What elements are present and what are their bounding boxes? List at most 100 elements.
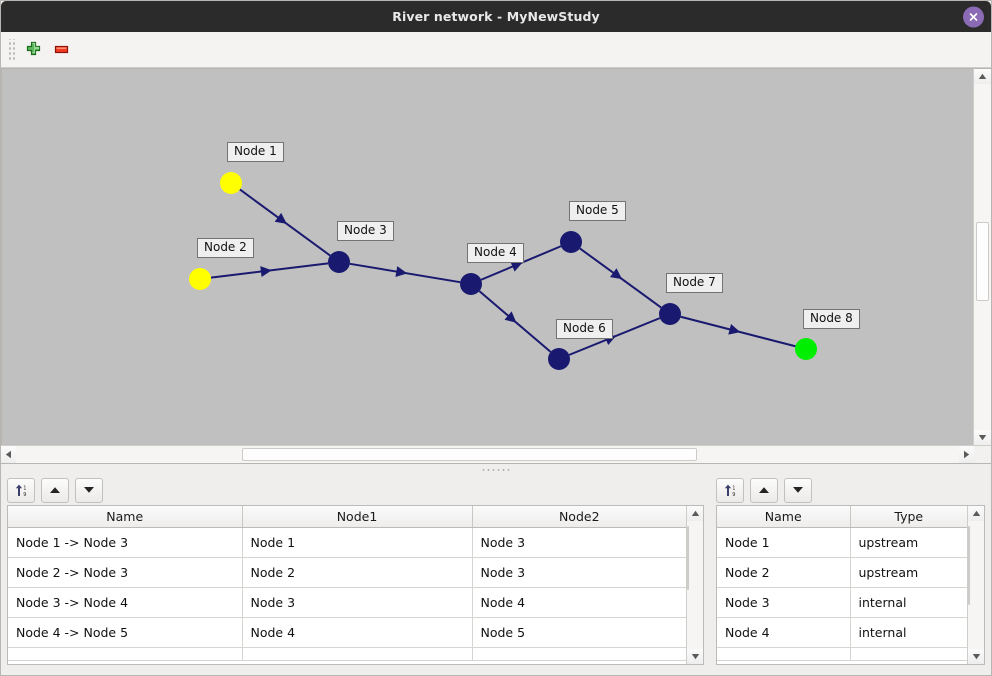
branches-cell-r4c3[interactable]: Node 5 <box>472 617 686 648</box>
splitter-grip[interactable] <box>481 468 511 471</box>
branches-cell-r2c3[interactable]: Node 3 <box>472 557 686 588</box>
graph-node-8[interactable] <box>795 338 817 360</box>
panel-splitter[interactable] <box>1 463 991 475</box>
nodes-layer <box>189 172 817 370</box>
branches-column-header-2[interactable]: Node1 <box>242 506 473 528</box>
scroll-down-button[interactable] <box>974 430 991 445</box>
scroll-right-button[interactable] <box>959 446 974 463</box>
branches-move-up-button[interactable] <box>41 477 69 503</box>
graph-vscroll-track[interactable] <box>974 84 991 430</box>
branches-cell-r1c3[interactable]: Node 3 <box>472 527 686 558</box>
table-row[interactable] <box>8 647 686 661</box>
graph-node-label-1[interactable]: Node 1 <box>227 142 284 162</box>
branches-sort-button[interactable]: 1 9 <box>7 477 35 503</box>
branches-cell-partial-c1[interactable] <box>8 647 243 661</box>
graph-vscroll-thumb[interactable] <box>976 222 989 301</box>
branches-toolbar: 1 9 <box>1 475 710 505</box>
nodes-vscroll-thumb[interactable] <box>968 526 970 605</box>
add-node-button[interactable] <box>19 36 47 64</box>
branches-vertical-scrollbar[interactable] <box>686 506 703 664</box>
branches-cell-partial-c3[interactable] <box>472 647 686 661</box>
graph-node-label-7[interactable]: Node 7 <box>666 273 723 293</box>
nodes-cell-r4c1[interactable]: Node 4 <box>717 617 851 648</box>
triangle-down-icon <box>84 487 94 493</box>
graph-node-6[interactable] <box>548 348 570 370</box>
branches-cell-r4c1[interactable]: Node 4 -> Node 5 <box>8 617 243 648</box>
river-network-canvas[interactable]: Node 1 Node 2 Node 3 Node 4 Node 5 Node 6 Node… <box>1 68 973 445</box>
table-row[interactable] <box>717 647 967 661</box>
nodes-vertical-scrollbar[interactable] <box>967 506 984 664</box>
branches-cell-r2c1[interactable]: Node 2 -> Node 3 <box>8 557 243 588</box>
nodes-cell-r1c2[interactable]: upstream <box>850 527 967 558</box>
graph-node-label-8[interactable]: Node 8 <box>803 309 860 329</box>
branches-cell-r1c1[interactable]: Node 1 -> Node 3 <box>8 527 243 558</box>
branches-cell-r1c2[interactable]: Node 1 <box>242 527 473 558</box>
nodes-cell-r2c1[interactable]: Node 2 <box>717 557 851 588</box>
branches-cell-r3c3[interactable]: Node 4 <box>472 587 686 618</box>
branches-column-header-1[interactable]: Name <box>8 506 243 528</box>
nodes-cell-r2c2[interactable]: upstream <box>850 557 967 588</box>
nodes-move-down-button[interactable] <box>784 477 812 503</box>
graph-node-label-6[interactable]: Node 6 <box>556 319 613 339</box>
nodes-cell-r1c1[interactable]: Node 1 <box>717 527 851 558</box>
nodes-move-up-button[interactable] <box>750 477 778 503</box>
graph-node-5[interactable] <box>560 231 582 253</box>
graph-vertical-scrollbar[interactable] <box>973 68 991 445</box>
green-plus-icon <box>26 41 40 56</box>
graph-node-label-4[interactable]: Node 4 <box>467 243 524 263</box>
graph-node-3[interactable] <box>328 251 350 273</box>
toolbar-drag-handle[interactable] <box>7 38 15 61</box>
nodes-vscroll-track[interactable] <box>968 521 984 649</box>
nodes-cell-r3c1[interactable]: Node 3 <box>717 587 851 618</box>
branches-cell-r3c1[interactable]: Node 3 -> Node 4 <box>8 587 243 618</box>
branches-move-down-button[interactable] <box>75 477 103 503</box>
nodes-sort-button[interactable]: 1 9 <box>716 477 744 503</box>
branches-vscroll-thumb[interactable] <box>687 526 689 590</box>
graph-hscroll-track[interactable] <box>16 446 959 463</box>
graph-node-4[interactable] <box>460 273 482 295</box>
nodes-cell-r4c2[interactable]: internal <box>850 617 967 648</box>
branches-cell-r3c2[interactable]: Node 3 <box>242 587 473 618</box>
graph-node-1[interactable] <box>220 172 242 194</box>
nodes-column-header-1[interactable]: Name <box>717 506 851 528</box>
branches-cell-r4c2[interactable]: Node 4 <box>242 617 473 648</box>
graph-node-label-2[interactable]: Node 2 <box>197 238 254 258</box>
graph-node-label-5[interactable]: Node 5 <box>569 201 626 221</box>
nodes-scroll-up-button[interactable] <box>968 506 984 521</box>
scroll-up-button[interactable] <box>974 69 991 84</box>
graph-hscroll-thumb[interactable] <box>242 448 697 461</box>
graph-horizontal-scrollbar[interactable] <box>1 445 991 463</box>
nodes-column-header-2[interactable]: Type <box>850 506 967 528</box>
nodes-cell-partial-c1[interactable] <box>717 647 851 661</box>
scroll-left-button[interactable] <box>1 446 16 463</box>
nodes-cell-r3c2[interactable]: internal <box>850 587 967 618</box>
graph-node-2[interactable] <box>189 268 211 290</box>
remove-node-button[interactable] <box>47 36 75 64</box>
triangle-up-icon <box>972 510 980 516</box>
branches-cell-partial-c2[interactable] <box>242 647 473 661</box>
graph-node-7[interactable] <box>659 303 681 325</box>
branches-scroll-down-button[interactable] <box>687 649 703 664</box>
branches-scroll-up-button[interactable] <box>687 506 703 521</box>
nodes-cell-partial-c2[interactable] <box>850 647 967 661</box>
close-window-button[interactable] <box>963 6 984 27</box>
branches-vscroll-track[interactable] <box>687 521 703 649</box>
nodes-scroll-down-button[interactable] <box>968 649 984 664</box>
branches-column-header-3[interactable]: Node2 <box>472 506 686 528</box>
graph-node-label-3[interactable]: Node 3 <box>337 221 394 241</box>
branches-cell-r2c2[interactable]: Node 2 <box>242 557 473 588</box>
